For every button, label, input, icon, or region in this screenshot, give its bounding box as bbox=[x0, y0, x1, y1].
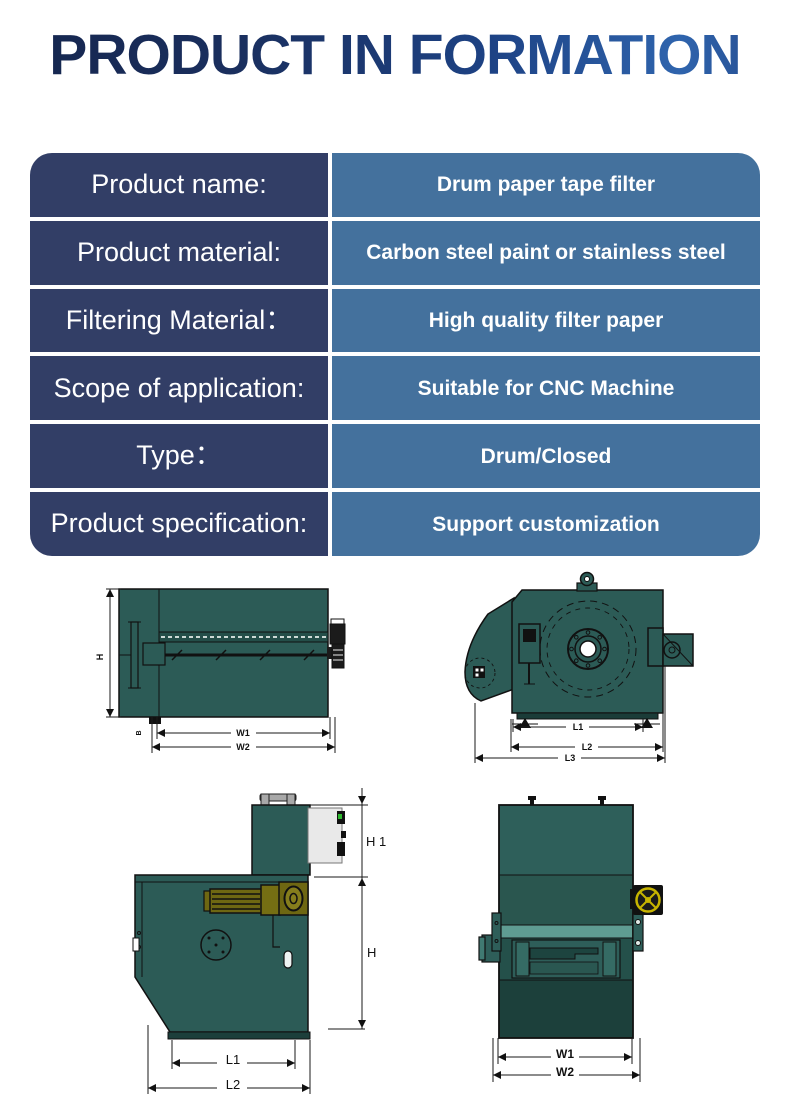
spec-label-filtering-material: Filtering Material： bbox=[30, 288, 328, 353]
paper-drive-motor bbox=[203, 881, 309, 916]
spec-label-scope: Scope of application: bbox=[30, 356, 328, 421]
end-elevation-drawing: L1 L2 L3 bbox=[464, 571, 694, 763]
dim-label-l2: L2 bbox=[226, 1077, 240, 1092]
dim-label-w1: W1 bbox=[556, 1047, 574, 1061]
spec-value-type: Drum/Closed bbox=[332, 424, 760, 489]
dim-label-l1: L1 bbox=[226, 1052, 240, 1067]
top-box bbox=[251, 793, 346, 876]
dim-label-h: H bbox=[367, 945, 376, 960]
spec-value-filtering-material: High quality filter paper bbox=[332, 288, 760, 353]
machine-body bbox=[511, 571, 694, 728]
spec-label-specification: Product specification: bbox=[30, 492, 328, 556]
dim-label-l3: L3 bbox=[565, 753, 576, 763]
dim-label-l1: L1 bbox=[573, 722, 584, 732]
spec-value-product-name: Drum paper tape filter bbox=[332, 153, 760, 217]
spec-label-product-name: Product name: bbox=[30, 153, 328, 217]
side-view-render: H 1 H L1 L2 bbox=[132, 788, 386, 1094]
product-spec-table: Product name: Drum paper tape filter Pro… bbox=[30, 153, 760, 556]
dim-label-h: H bbox=[95, 654, 105, 661]
dimension-lines: H B W1 W2 bbox=[95, 588, 336, 753]
dim-label-b: B bbox=[136, 730, 143, 735]
side-elevation-drawing: H B W1 W2 bbox=[95, 588, 346, 753]
spec-value-product-material: Carbon steel paint or stainless steel bbox=[332, 220, 760, 285]
spec-label-type: Type： bbox=[30, 424, 328, 489]
front-view-render: W1 W2 bbox=[478, 796, 663, 1082]
spec-value-scope: Suitable for CNC Machine bbox=[332, 356, 760, 421]
dim-label-w2: W2 bbox=[236, 742, 250, 752]
spec-label-product-material: Product material: bbox=[30, 220, 328, 285]
page-title: PRODUCT IN FORMATION bbox=[0, 22, 790, 94]
discharge-chute bbox=[464, 596, 515, 702]
dim-label-w2: W2 bbox=[556, 1065, 574, 1079]
machine-body bbox=[478, 796, 644, 1039]
drive-motor bbox=[327, 618, 346, 669]
dim-label-h1: H 1 bbox=[366, 834, 386, 849]
machine-body bbox=[118, 588, 331, 724]
fan-motor bbox=[630, 885, 663, 915]
dimension-lines: L1 L2 L3 bbox=[474, 666, 666, 763]
dim-label-l2: L2 bbox=[582, 742, 593, 752]
dimension-lines: W1 W2 bbox=[492, 1038, 641, 1082]
dim-label-w1: W1 bbox=[236, 728, 250, 738]
spec-value-specification: Support customization bbox=[332, 492, 760, 556]
dimension-lines: H 1 H L1 L2 bbox=[147, 788, 386, 1094]
